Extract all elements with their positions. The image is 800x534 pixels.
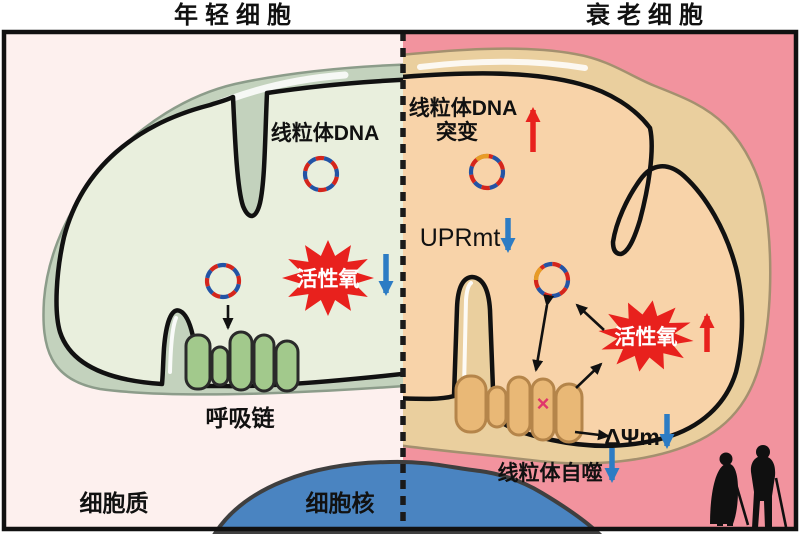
respiratory-chain-label: 呼吸链 bbox=[206, 405, 275, 431]
chain-to-dpsi-arrow bbox=[574, 429, 610, 441]
panel-border bbox=[1, 29, 799, 532]
nucleus: 细胞核 bbox=[212, 459, 603, 534]
ros-label: 活性氧 bbox=[615, 325, 678, 349]
senescent-cell-title: 衰老细胞 bbox=[585, 1, 710, 29]
complex-defect-mark: × bbox=[537, 391, 550, 416]
crista-highlight bbox=[168, 316, 178, 374]
membrane-potential-label: ΔΨm bbox=[604, 424, 660, 450]
mtdna-mutation-label-line2: 突变 bbox=[436, 120, 478, 144]
elderly-couple-icon bbox=[710, 445, 788, 528]
uprmt-label: UPRmt bbox=[420, 224, 501, 252]
ros-starburst-young: 活性氧 bbox=[282, 240, 374, 316]
dna-chain-double-arrow bbox=[532, 294, 555, 372]
nucleus-label: 细胞核 bbox=[306, 490, 375, 516]
ros-to-dna-arrow bbox=[575, 303, 605, 331]
ros-label: 活性氧 bbox=[297, 267, 360, 291]
respiratory-chain-senescent bbox=[454, 374, 584, 444]
mtdna-mutation-label-line1: 线粒体DNA bbox=[409, 96, 518, 120]
ros-starburst-senescent: 活性氧 bbox=[591, 295, 701, 377]
crista-highlight bbox=[462, 281, 473, 390]
mitophagy-label: 线粒体自噬 bbox=[498, 461, 603, 485]
young-cell-title: 年轻细胞 bbox=[174, 1, 298, 29]
respiratory-chain-young bbox=[184, 330, 300, 393]
senescent-cell-half: × bbox=[403, 31, 797, 531]
membrane-highlight bbox=[417, 58, 588, 71]
cytoplasm-label: 细胞质 bbox=[80, 490, 149, 516]
young-mito-inner-membrane bbox=[54, 77, 403, 389]
chain-to-ros-arrow bbox=[575, 362, 603, 389]
mtdna-label: 线粒体DNA bbox=[271, 121, 380, 145]
